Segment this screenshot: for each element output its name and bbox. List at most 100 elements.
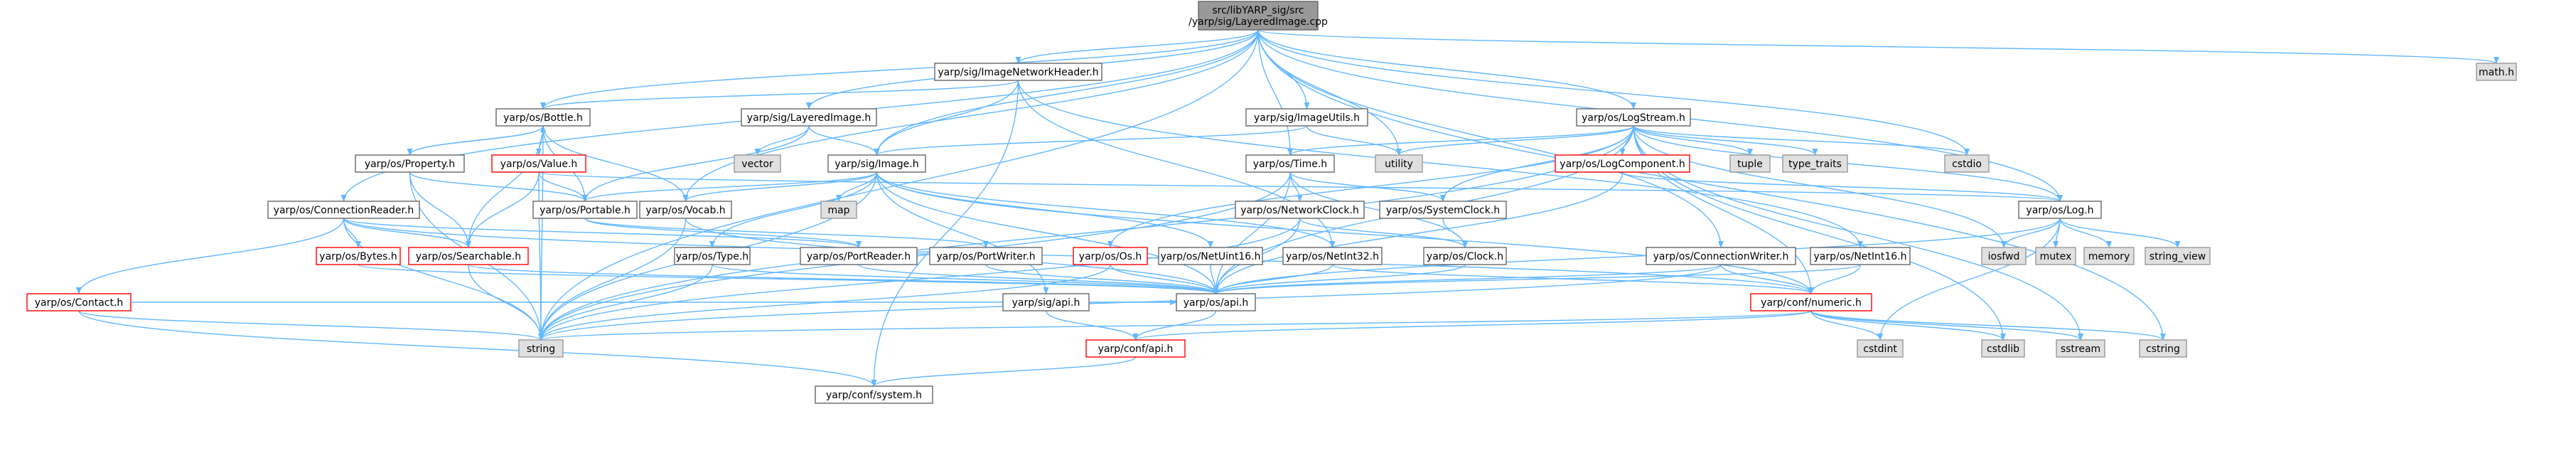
node-box-vocab — [639, 201, 732, 219]
edge-property-to-bottle — [409, 125, 546, 156]
edge-numeric-to-cstdlib — [1810, 310, 2006, 341]
edge-confapi-to-system — [871, 356, 1137, 387]
node-portreader[interactable]: yarp/os/PortReader.h — [800, 247, 918, 265]
node-box-system — [815, 385, 933, 404]
node-label-netint16a: yarp/os/NetUint16.h — [1160, 251, 1260, 262]
node-logstream[interactable]: yarp/os/LogStream.h — [1576, 108, 1691, 127]
node-label-property: yarp/os/Property.h — [365, 159, 455, 170]
node-bytes[interactable]: yarp/os/Bytes.h — [316, 247, 401, 265]
node-layered[interactable]: yarp/sig/LayeredImage.h — [741, 108, 877, 127]
node-type[interactable]: yarp/os/Type.h — [674, 247, 751, 265]
edge-imgnet-to-netint16b — [1017, 80, 1863, 248]
node-mutex: mutex — [2035, 247, 2076, 265]
edge-numeric-to-cstdint — [1810, 310, 1883, 341]
edge-connwriter-to-numeric — [1720, 264, 1814, 294]
node-portwriter[interactable]: yarp/os/PortWriter.h — [929, 247, 1043, 265]
node-root[interactable]: src/libYARP_sig/src/yarp/sig/LayeredImag… — [1188, 1, 1328, 31]
edge-portable-to-portwriter — [584, 218, 989, 248]
node-sstream: sstream — [2056, 339, 2105, 358]
node-label-numeric: yarp/conf/numeric.h — [1761, 297, 1862, 309]
edge-logstream-to-iosfwd — [1633, 125, 2007, 248]
node-numeric[interactable]: yarp/conf/numeric.h — [1750, 293, 1872, 311]
node-label-netclock: yarp/os/NetworkClock.h — [1240, 205, 1359, 216]
node-label-time: yarp/os/Time.h — [1253, 159, 1327, 170]
node-os[interactable]: yarp/os/Os.h — [1073, 247, 1148, 265]
edge-numeric-to-sstream — [1810, 310, 2083, 341]
edge-layered-to-portable — [582, 125, 810, 202]
node-cstdlib: cstdlib — [1981, 339, 2025, 358]
node-imgnet[interactable]: yarp/sig/ImageNetworkHeader.h — [934, 63, 1102, 81]
edge-image-to-portable — [582, 171, 878, 202]
node-box-layered — [741, 108, 877, 127]
edge-time-to-osapi — [1213, 171, 1291, 294]
node-label-vector: vector — [741, 159, 773, 170]
node-searchable[interactable]: yarp/os/Searchable.h — [408, 247, 529, 265]
edge-logstream-to-time — [1287, 125, 1634, 156]
node-box-memory — [2083, 247, 2135, 265]
node-box-map — [820, 201, 857, 219]
edge-imgnet-to-bottle — [540, 80, 1019, 110]
node-netint32[interactable]: yarp/os/NetInt32.h — [1282, 247, 1383, 265]
node-box-portable — [532, 201, 638, 219]
node-contact[interactable]: yarp/os/Contact.h — [26, 293, 132, 311]
node-label-sysclock: yarp/os/SystemClock.h — [1386, 205, 1500, 216]
node-logcomp[interactable]: yarp/os/LogComponent.h — [1555, 154, 1690, 173]
node-box-bottle — [495, 108, 591, 127]
edge-root-to-cstring — [1257, 29, 2166, 341]
node-box-bytes — [316, 247, 401, 265]
node-box-utility — [1375, 154, 1423, 173]
node-value[interactable]: yarp/os/Value.h — [491, 154, 586, 173]
node-netclock[interactable]: yarp/os/NetworkClock.h — [1235, 201, 1365, 219]
node-connreader[interactable]: yarp/os/ConnectionReader.h — [267, 201, 420, 219]
node-osapi[interactable]: yarp/os/api.h — [1176, 293, 1256, 311]
node-label-portreader: yarp/os/PortReader.h — [807, 251, 911, 262]
edge-logstream-to-typetraits — [1633, 125, 1818, 156]
node-label-stringview: string_view — [2150, 251, 2206, 262]
node-time[interactable]: yarp/os/Time.h — [1245, 154, 1335, 173]
edge-log-to-cstdint — [1877, 218, 2061, 341]
node-box-string — [518, 339, 564, 358]
node-box-property — [355, 154, 465, 173]
node-label-logcomp: yarp/os/LogComponent.h — [1560, 159, 1685, 170]
edge-root-to-string — [538, 29, 1259, 341]
edge-logstream-to-tuple — [1633, 125, 1753, 156]
node-property[interactable]: yarp/os/Property.h — [355, 154, 465, 173]
edge-root-to-time — [1257, 29, 1293, 156]
node-vector: vector — [734, 154, 781, 173]
nodes-layer: src/libYARP_sig/src/yarp/sig/LayeredImag… — [26, 1, 2517, 404]
node-portable[interactable]: yarp/os/Portable.h — [532, 201, 638, 219]
node-clock[interactable]: yarp/os/Clock.h — [1423, 247, 1507, 265]
edge-contact-to-string — [78, 310, 544, 341]
node-sysclock[interactable]: yarp/os/SystemClock.h — [1379, 201, 1507, 219]
node-label-connreader: yarp/os/ConnectionReader.h — [274, 205, 414, 216]
edge-root-to-math — [1257, 29, 2499, 64]
edge-image-to-type — [709, 171, 878, 248]
node-netint16a[interactable]: yarp/os/NetUint16.h — [1158, 247, 1263, 265]
edge-netint32-to-numeric — [1331, 264, 1814, 294]
node-imgutils[interactable]: yarp/sig/ImageUtils.h — [1245, 108, 1368, 127]
edge-netint32-to-osapi — [1213, 264, 1333, 294]
node-netint16b[interactable]: yarp/os/NetInt16.h — [1810, 247, 1911, 265]
node-label-image: yarp/sig/Image.h — [834, 159, 918, 170]
node-bottle[interactable]: yarp/os/Bottle.h — [495, 108, 591, 127]
edge-layered-to-vector — [754, 125, 810, 156]
edge-image-to-osapi — [876, 171, 1219, 294]
edge-netclock-to-clock — [1299, 218, 1468, 248]
node-label-utility: utility — [1385, 159, 1413, 170]
node-sigapi[interactable]: yarp/sig/api.h — [1002, 293, 1090, 311]
node-system[interactable]: yarp/conf/system.h — [815, 385, 933, 404]
edge-image-to-netint32 — [876, 171, 1336, 248]
edge-image-to-netint16a — [876, 171, 1213, 248]
node-connwriter[interactable]: yarp/os/ConnectionWriter.h — [1646, 247, 1796, 265]
node-box-sysclock — [1379, 201, 1507, 219]
edge-imgnet-to-image — [874, 80, 1019, 156]
node-vocab[interactable]: yarp/os/Vocab.h — [639, 201, 732, 219]
node-log[interactable]: yarp/os/Log.h — [2018, 201, 2102, 219]
edge-contact-to-system — [78, 310, 877, 387]
node-box-type — [674, 247, 751, 265]
edge-connwriter-to-osapi — [1213, 264, 1722, 294]
edge-time-to-sysclock — [1289, 171, 1446, 202]
node-image[interactable]: yarp/sig/Image.h — [827, 154, 926, 173]
node-confapi[interactable]: yarp/conf/api.h — [1085, 339, 1186, 358]
node-box-imgnet — [934, 63, 1102, 81]
